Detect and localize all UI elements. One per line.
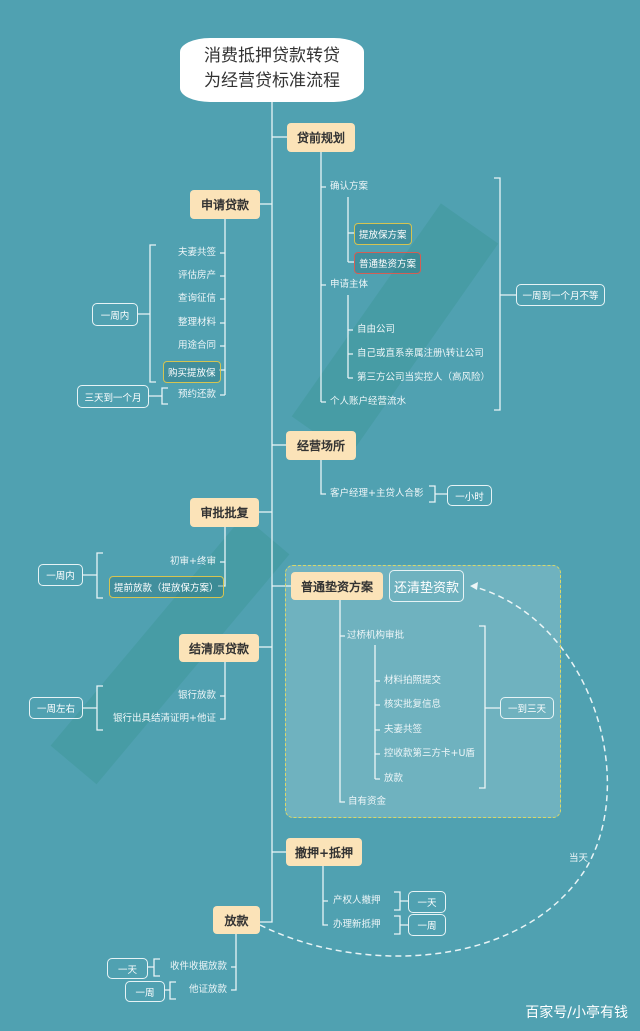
loan-item: 他证放款 [188,984,227,995]
duration-tag: 一周到一个月不等 [516,284,605,306]
same-day-label: 当天 [569,853,589,864]
arrowhead [470,582,478,590]
apply-item-highlight: 购买提放保 [163,361,221,383]
item-plan-tifangbao: 提放保方案 [354,223,412,245]
apply-children [219,219,226,396]
duration-tag: 一周 [125,981,165,1002]
bridge-step: 夫妻共签 [384,724,423,735]
approval-children [82,527,226,599]
duration-tag: 三天到一个月 [77,385,149,408]
bridge-panel [285,565,561,818]
item-account-flow: 个人账户经营流水 [330,396,407,407]
site-item: 客户经理+主贷人合影 [330,488,424,499]
bridge-own-funds: 自有资金 [348,796,387,807]
repay-bridge-node: 还清垫资款 [389,570,464,602]
apply-item: 评估房产 [177,270,216,281]
bridge-review: 过桥机构审批 [347,630,405,641]
node-mortgage: 撤押+抵押 [286,838,362,866]
bridge-step: 放款 [384,773,404,784]
pre-bracket [494,177,516,411]
duration-tag: 一天 [408,891,446,913]
settle-item: 银行放款 [177,690,216,701]
duration-tag: 一周 [408,914,446,936]
loan-item: 收件收据放款 [169,961,227,972]
apply-item: 夫妻共签 [177,247,216,258]
apply-bracket [138,244,168,405]
duration-tag: 一小时 [447,485,492,506]
duration-tag: 一周内 [92,303,138,326]
node-loan: 放款 [213,906,260,934]
duration-tag: 一天 [107,958,148,979]
bridge-step: 控收款第三方卡+U盾 [384,748,475,759]
item-confirm-plan: 确认方案 [330,181,369,192]
node-pre-plan: 贷前规划 [287,123,355,152]
node-apply: 申请贷款 [190,190,260,219]
node-settle: 结清原贷款 [179,634,259,662]
approval-item-highlight: 提前放款（提放保方案） [109,576,224,598]
settle-item: 银行出具结清证明+他证 [113,713,216,724]
item-subject: 自己或直系亲属注册\转让公司 [357,348,484,359]
site-children [320,460,447,503]
duration-tag: 一到三天 [500,697,554,719]
watermark: 百家号/小亭有钱 [525,1005,628,1021]
bridge-children [339,600,500,803]
apply-item: 整理材料 [177,317,216,328]
item-subject: 自由公司 [357,324,396,335]
duration-tag: 一周内 [38,564,83,586]
pre-children [320,152,354,403]
duration-tag: 一周左右 [29,697,83,719]
settle-children [82,661,226,731]
apply-item: 查询征信 [177,293,216,304]
item-applicant: 申请主体 [330,279,369,290]
apply-item: 预约还款 [177,389,216,400]
bridge-step: 核实批复信息 [384,699,442,710]
page-title: 消费抵押贷款转贷为经营贷标准流程 [180,38,364,102]
bridge-step: 材料拍照提交 [384,675,442,686]
item-plan-bridge: 普通垫资方案 [354,252,422,274]
mortgage-children [322,866,408,935]
apply-item: 用途合同 [177,340,216,351]
loan-children [148,934,237,1000]
node-site: 经营场所 [286,431,356,460]
same-day-dashed-arrow [259,586,608,957]
item-subject: 第三方公司当实控人（高风险） [357,372,491,383]
node-approval: 审批批复 [190,498,259,527]
node-bridge: 普通垫资方案 [291,572,383,600]
mortgage-item: 产权人撤押 [333,895,381,906]
trunk-line [260,102,273,923]
mortgage-item: 办理新抵押 [333,919,381,930]
approval-item: 初审+终审 [170,556,216,567]
